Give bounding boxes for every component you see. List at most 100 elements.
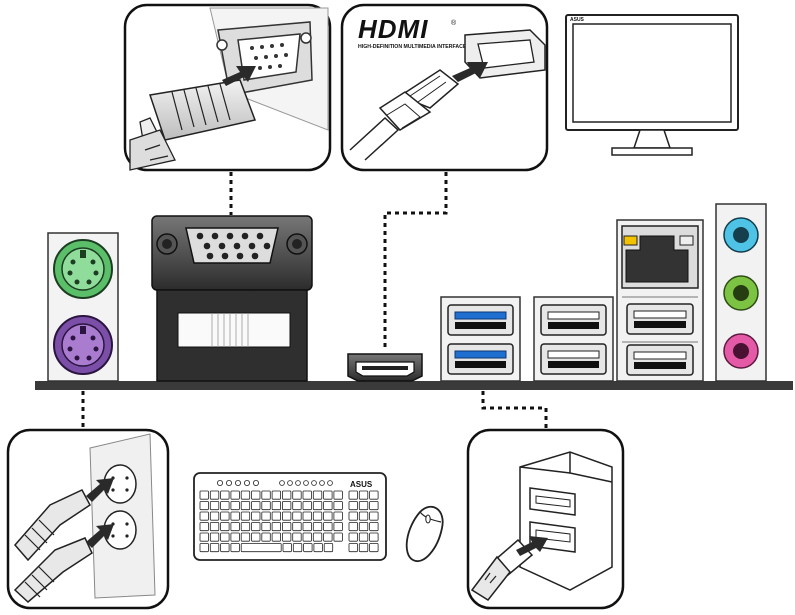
keyboard-key: [303, 512, 312, 520]
keyboard-media-key: [226, 480, 231, 485]
keyboard-media-key: [312, 481, 317, 486]
lan-led-right: [680, 236, 693, 245]
keyboard-key: [349, 502, 358, 510]
keyboard-media-key: [328, 481, 333, 486]
keyboard-key: [304, 544, 313, 552]
vga-port[interactable]: [152, 216, 312, 381]
usb-callout: [468, 430, 623, 608]
keyboard-key: [293, 523, 302, 531]
keyboard-key: [210, 502, 219, 510]
keyboard-key: [313, 502, 322, 510]
keyboard-key: [272, 523, 281, 531]
usb3-port-top[interactable]: [448, 305, 513, 335]
hdmi-trademark: ®: [451, 19, 457, 27]
vga-callout: [125, 5, 330, 170]
keyboard-key: [231, 544, 240, 552]
keyboard-key: [303, 491, 312, 499]
keyboard-key: [303, 533, 312, 541]
keyboard-key: [334, 533, 343, 541]
keyboard-media-key: [253, 480, 258, 485]
keyboard-key: [313, 512, 322, 520]
keyboard-icon: ASUS: [194, 473, 386, 560]
hdmi-tagline: HIGH-DEFINITION MULTIMEDIA INTERFACE: [358, 44, 467, 50]
keyboard-media-key: [280, 481, 285, 486]
keyboard-key: [370, 502, 379, 510]
keyboard-key: [349, 544, 358, 552]
keyboard-key: [221, 502, 230, 510]
keyboard-key: [313, 533, 322, 541]
keyboard-key: [324, 544, 333, 552]
keyboard-key: [282, 512, 291, 520]
keyboard-media-key: [320, 481, 325, 486]
keyboard-key: [370, 544, 379, 552]
keyboard-key: [282, 502, 291, 510]
keyboard-key: [293, 544, 302, 552]
keyboard-key: [221, 544, 230, 552]
keyboard-key: [334, 502, 343, 510]
audio-jacks: [716, 204, 766, 381]
keyboard-key: [200, 523, 209, 531]
keyboard-key: [349, 512, 358, 520]
ps2-callout: [8, 430, 168, 608]
keyboard-key: [370, 523, 379, 531]
lan-usb-stack: [617, 220, 703, 381]
keyboard-key: [349, 491, 358, 499]
keyboard-key: [313, 491, 322, 499]
keyboard-key: [359, 502, 368, 510]
lan-led-left: [624, 236, 637, 245]
keyboard-key: [272, 533, 281, 541]
hdmi-port[interactable]: [348, 354, 422, 381]
keyboard-key: [210, 491, 219, 499]
usb3-port-bottom[interactable]: [448, 344, 513, 374]
keyboard-media-key: [217, 480, 222, 485]
keyboard-key: [370, 533, 379, 541]
keyboard-key: [282, 523, 291, 531]
keyboard-brand-logo: ASUS: [350, 480, 373, 489]
usb2-port-lan-top[interactable]: [627, 304, 693, 334]
keyboard-key: [231, 523, 240, 531]
keyboard-key: [200, 491, 209, 499]
keyboard-key: [252, 533, 261, 541]
keyboard-key: [221, 523, 230, 531]
lan-port[interactable]: [622, 226, 698, 288]
keyboard-key: [221, 491, 230, 499]
keyboard-key: [210, 523, 219, 531]
keyboard-key: [359, 544, 368, 552]
keyboard-key: [272, 512, 281, 520]
keyboard-key: [200, 512, 209, 520]
keyboard-key: [324, 491, 333, 499]
usb2-port-top[interactable]: [541, 305, 606, 335]
keyboard-media-key: [235, 480, 240, 485]
keyboard-key: [359, 533, 368, 541]
hdmi-callout: HDMI ® HIGH-DEFINITION MULTIMEDIA INTERF…: [342, 5, 547, 170]
ps2-ports: [48, 233, 118, 381]
keyboard-key: [349, 533, 358, 541]
keyboard-key: [303, 523, 312, 531]
usb2-port-bottom[interactable]: [541, 344, 606, 374]
keyboard-key: [334, 523, 343, 531]
keyboard-media-key: [296, 481, 301, 486]
keyboard-key: [241, 512, 250, 520]
mouse-icon: [407, 507, 443, 561]
keyboard-key: [241, 533, 250, 541]
keyboard-key: [210, 544, 219, 552]
keyboard-media-key: [304, 481, 309, 486]
keyboard-key: [313, 523, 322, 531]
keyboard-media-key: [244, 480, 249, 485]
keyboard-key: [359, 523, 368, 531]
keyboard-key: [252, 491, 261, 499]
keyboard-key: [314, 544, 323, 552]
keyboard-key: [334, 512, 343, 520]
keyboard-key: [349, 523, 358, 531]
keyboard-key: [221, 512, 230, 520]
usb2-port-lan-bottom[interactable]: [627, 345, 693, 375]
keyboard-key: [359, 491, 368, 499]
keyboard-key: [293, 491, 302, 499]
monitor-brand-logo: ASUS: [570, 17, 585, 23]
keyboard-key: [262, 533, 271, 541]
keyboard-key: [252, 502, 261, 510]
keyboard-key: [370, 491, 379, 499]
keyboard-key: [293, 512, 302, 520]
keyboard-key: [324, 523, 333, 531]
